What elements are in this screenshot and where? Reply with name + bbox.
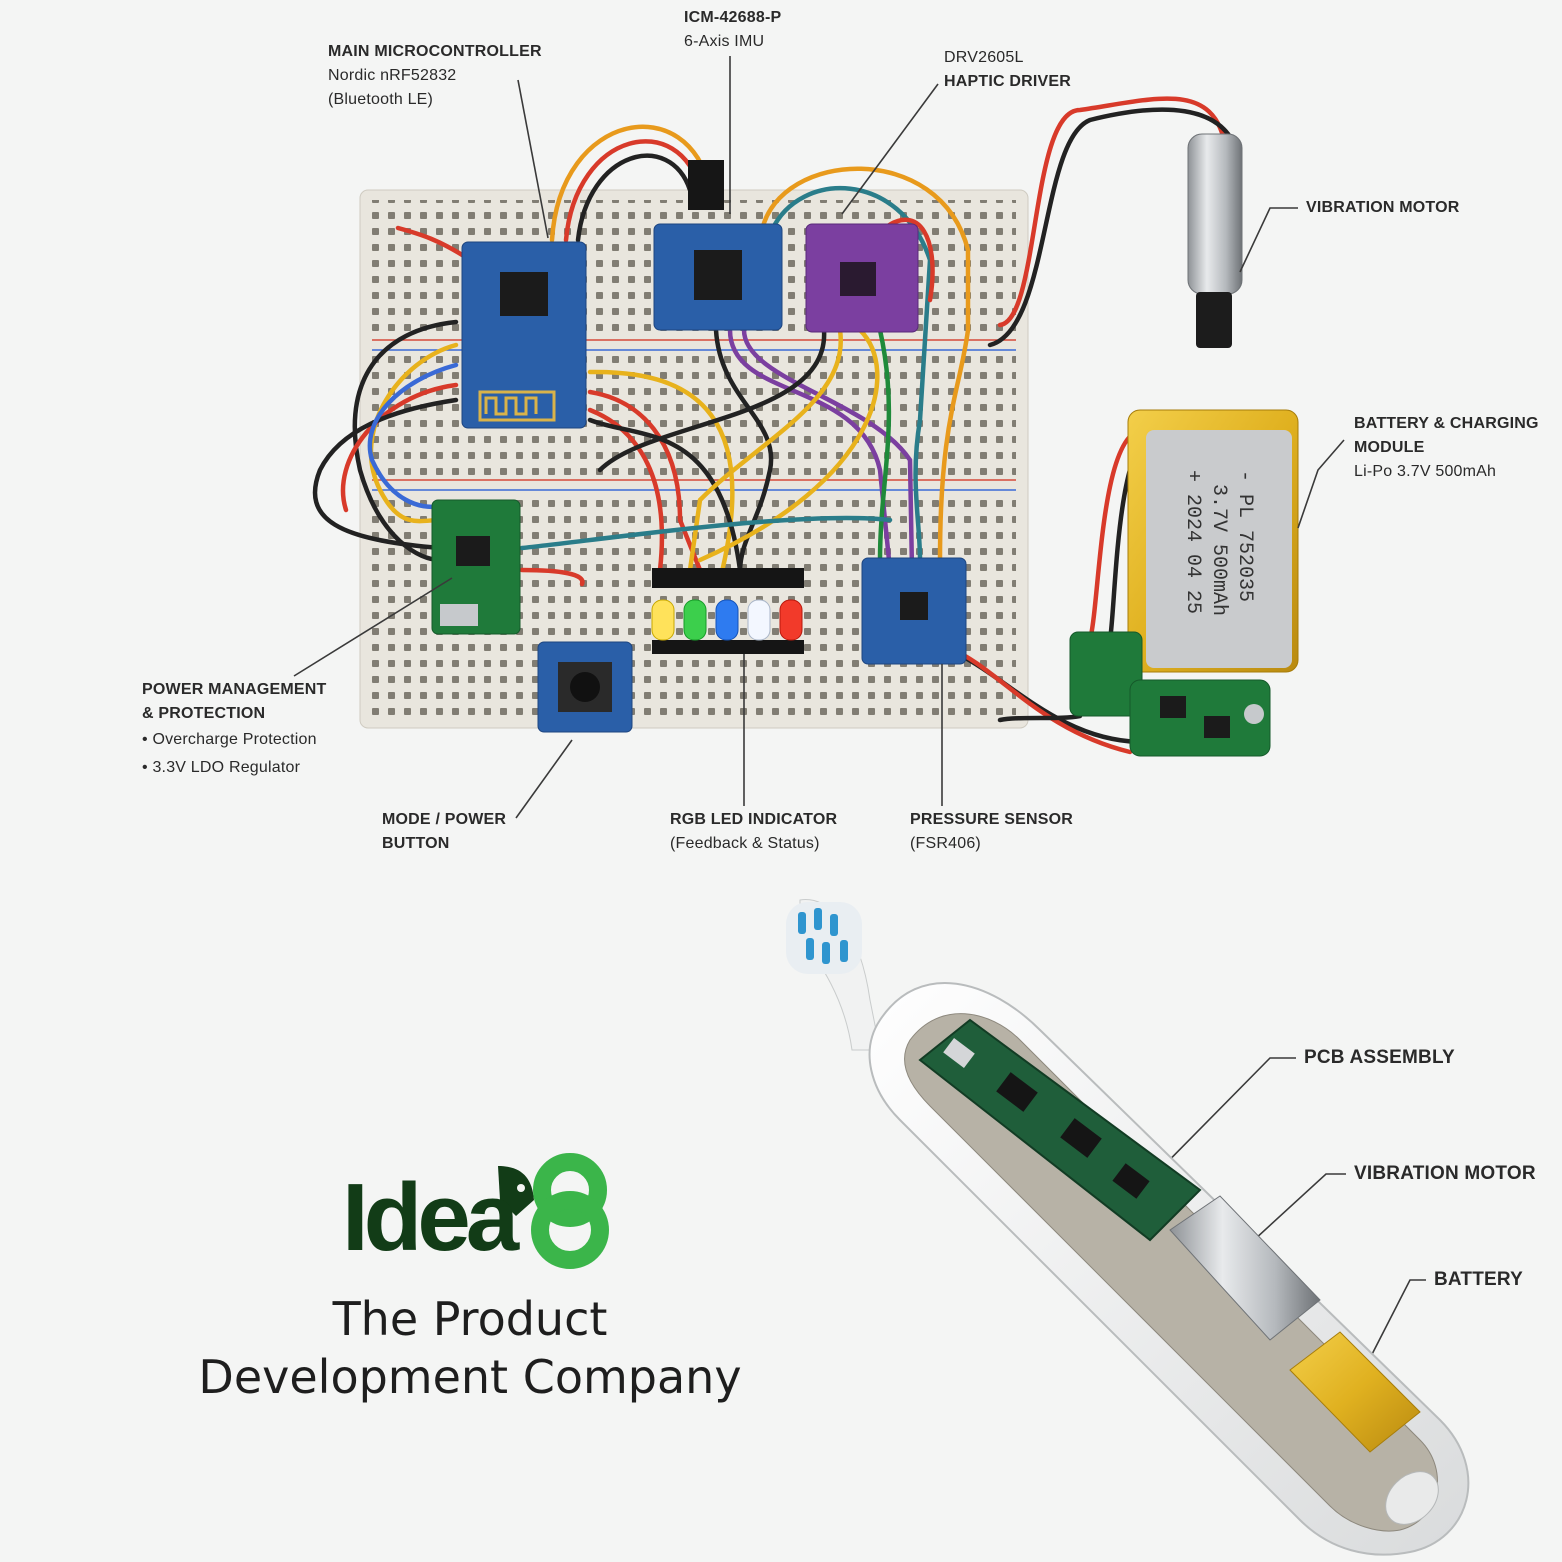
battery-print-line-3: + 2024 04 25: [1181, 470, 1204, 614]
wifi-antenna-icon: [484, 396, 538, 416]
tagline-line-1: The Product: [332, 1292, 608, 1346]
label-battery-module: BATTERY & CHARGING MODULE Li-Po 3.7V 500…: [1354, 412, 1539, 484]
power-management-board: [431, 499, 521, 635]
brand-eight-mark: [531, 1153, 609, 1269]
label-line: BUTTON: [382, 835, 450, 852]
callout-leaders: [293, 56, 1426, 1367]
label-line: (Feedback & Status): [670, 835, 820, 852]
haptic-driver-board: [805, 223, 919, 333]
label-power-management: POWER MANAGEMENT & PROTECTION Overcharge…: [142, 678, 327, 780]
label-rgb-led: RGB LED INDICATOR (Feedback & Status): [670, 808, 837, 856]
bristles: [786, 902, 862, 974]
label-line: (FSR406): [910, 835, 981, 852]
brand-tagline: The Product Development Company: [190, 1290, 750, 1406]
main-microcontroller-board: [461, 241, 587, 429]
label-line: PRESSURE SENSOR: [910, 811, 1074, 828]
battery-print-line-2: 3.7V 500mAh: [1207, 484, 1230, 616]
label-line: MAIN MICROCONTROLLER: [328, 43, 542, 60]
pressure-sensor-board: [861, 557, 967, 665]
tagline-line-2: Development Company: [198, 1350, 742, 1404]
label-line: RGB LED INDICATOR: [670, 811, 838, 828]
jumper-wires: [312, 96, 1235, 755]
battery-charging-module: - PL 752035 3.7V 500mAh + 2024 04 25: [1069, 409, 1299, 757]
label-haptic-driver: DRV2605L HAPTIC DRIVER: [944, 46, 1071, 94]
label-pressure-sensor: PRESSURE SENSOR (FSR406): [910, 808, 1073, 856]
brand-logo-wordmark: Idea: [342, 1164, 519, 1271]
label-bullet: 3.3V LDO Regulator: [142, 756, 327, 780]
toothbrush-cutaway: [786, 899, 1470, 1556]
label-main-microcontroller: MAIN MICROCONTROLLER Nordic nRF52832 (Bl…: [328, 40, 542, 112]
label-mode-button: MODE / POWER BUTTON: [382, 808, 506, 856]
pcb-assembly: [918, 1018, 1202, 1242]
label-line: VIBRATION MOTOR: [1306, 199, 1460, 216]
label-line: & PROTECTION: [142, 705, 266, 722]
label-line: POWER MANAGEMENT: [142, 681, 327, 698]
label-line: 6-Axis IMU: [684, 33, 765, 50]
label-pcb-assembly: PCB ASSEMBLY: [1304, 1047, 1455, 1068]
label-line: Li-Po 3.7V 500mAh: [1354, 463, 1497, 480]
label-imu: ICM-42688-P 6-Axis IMU: [684, 6, 781, 54]
label-line: (Bluetooth LE): [328, 91, 434, 108]
rgb-led-indicator: [651, 568, 804, 654]
label-line: Nordic nRF52832: [328, 67, 457, 84]
toothbrush-vibration-motor: [1169, 1195, 1321, 1341]
label-line: HAPTIC DRIVER: [944, 73, 1072, 90]
vibration-motor: [1187, 133, 1243, 348]
imu-board: [653, 160, 783, 331]
label-line: ICM-42688-P: [684, 9, 782, 26]
toothbrush-battery: [1289, 1331, 1421, 1453]
label-line: MODE / POWER: [382, 811, 507, 828]
rocket-icon: [498, 1166, 534, 1216]
label-vibration-motor: VIBRATION MOTOR: [1306, 196, 1460, 220]
mode-power-button-board: [537, 641, 633, 733]
label-battery: BATTERY: [1434, 1269, 1524, 1290]
battery-print-line-1: - PL 752035: [1233, 470, 1256, 602]
label-line: BATTERY & CHARGING: [1354, 415, 1539, 432]
label-line: DRV2605L: [944, 49, 1024, 66]
label-bullet: Overcharge Protection: [142, 728, 327, 752]
label-product-vibration-motor: VIBRATION MOTOR: [1354, 1163, 1536, 1184]
label-line: MODULE: [1354, 439, 1425, 456]
